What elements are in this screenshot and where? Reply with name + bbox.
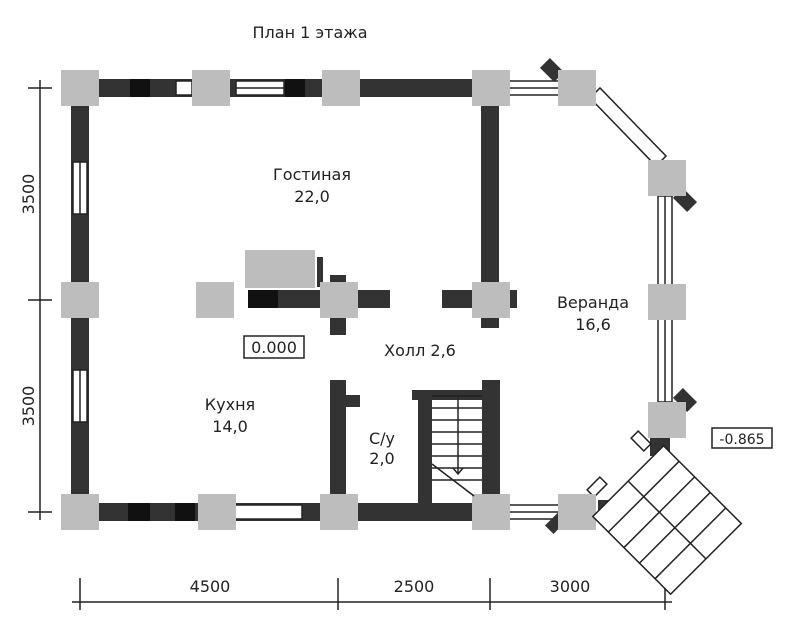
level-mark-main: [243, 335, 305, 359]
horizontal-dimension: 4500 2500 3000: [72, 577, 672, 610]
room-name-kitchen: Кухня: [205, 395, 255, 414]
level-veranda-text: -0.865: [719, 432, 764, 448]
level-main-text: 0.000: [251, 338, 297, 357]
dim-horizontal-3: 3000: [550, 577, 591, 596]
room-name-hall: Холл 2,6: [384, 341, 456, 360]
room-area-kitchen: 14,0: [212, 417, 248, 436]
level-mark-veranda: [711, 427, 773, 449]
vertical-dimension: 3500 3500: [19, 80, 52, 520]
dim-vertical-bottom: 3500: [19, 386, 38, 427]
room-name-veranda: Веранда: [557, 293, 629, 312]
room-area-veranda: 16,6: [575, 315, 611, 334]
dim-horizontal-1: 4500: [190, 577, 231, 596]
door-frame: [586, 476, 608, 498]
door-frame: [630, 430, 652, 452]
door-leaf: [672, 387, 698, 413]
dim-vertical-top: 3500: [19, 174, 38, 215]
veranda-stair: [591, 444, 743, 596]
room-area-living: 22,0: [294, 187, 330, 206]
walls: [70, 79, 670, 522]
posts: [61, 70, 686, 530]
room-name-living: Гостиная: [273, 165, 351, 184]
plan-title: План 1 этажа: [253, 23, 368, 42]
interior-stair: [431, 395, 482, 497]
room-name-bathroom: С/у: [369, 429, 395, 448]
room-area-bathroom: 2,0: [369, 449, 394, 468]
dim-horizontal-2: 2500: [394, 577, 435, 596]
